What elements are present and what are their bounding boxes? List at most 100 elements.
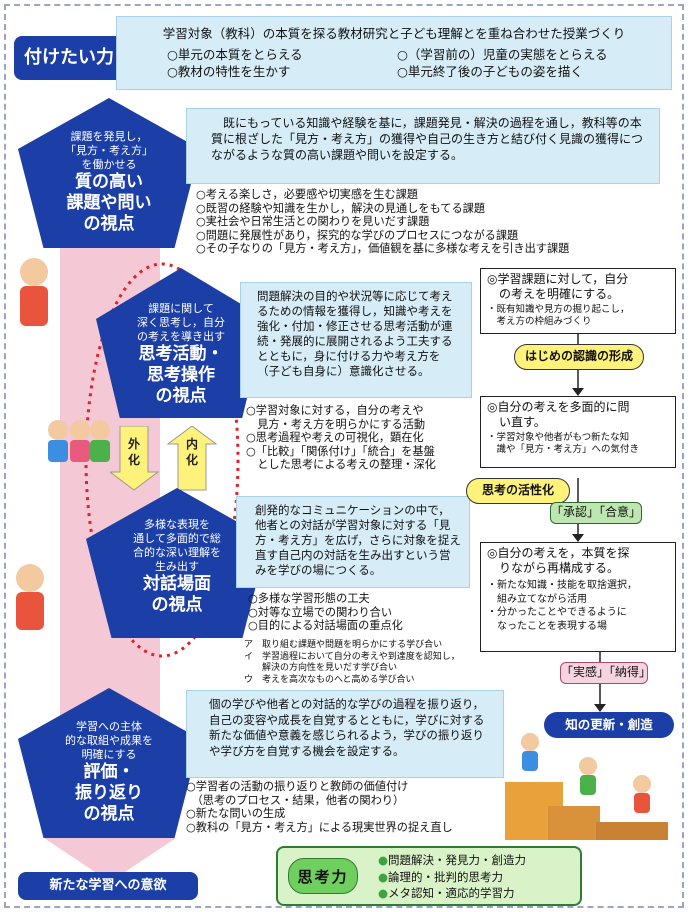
- next-learning-badge: 新たな学習への意欲: [18, 872, 198, 900]
- pentagon-sub: 課題を発見し，: [70, 130, 148, 143]
- section1-list: ○考える楽しさ，必要感や切実感を生む課題 ○既習の経験や知識を生かし，解決の見通…: [196, 188, 569, 256]
- bullet-icon: ●: [378, 869, 389, 884]
- skill-text: 問題解決・発見力・創造力: [388, 853, 527, 867]
- flow-text: の考えを明確にする。: [487, 287, 620, 301]
- pentagon-title: 対話場面: [143, 574, 211, 594]
- list-item: とした思考による考えの整理・深化: [246, 458, 436, 472]
- pentagon-title: の視点: [83, 804, 135, 824]
- header-item: ○単元の本質をとらえる: [167, 47, 303, 62]
- list-item: 見方・考え方を明らかにする活動: [246, 417, 426, 431]
- skills-list: ●問題解決・発見力・創造力 ●論理的・批判的思考力 ●メタ認知・適応的学習力: [378, 852, 526, 902]
- flow-text: ・新たな知識・技能を取捨選択，: [487, 580, 637, 591]
- pentagon-sub: 合的な深い理解を: [133, 546, 221, 559]
- list-item: ○目的による対話場面の重点化: [248, 619, 403, 633]
- flow-box-main: ◎自分の考えを多面的に問 い直す。: [487, 400, 669, 430]
- down-arrow: [110, 426, 160, 491]
- header-items: ○単元の本質をとらえる ○（学習前の）児童の実態をとらえる ○教材の特性を生かす…: [167, 46, 661, 80]
- arrow-in-label: 内 化: [176, 436, 208, 468]
- skill-text: 論理的・批判的思考力: [388, 869, 504, 884]
- list-item: ○既習の経験や知識を生かし，解決の見通しをもてる課題: [196, 201, 486, 215]
- header-item: ○教材の特性を生かす: [167, 64, 291, 79]
- skill-text: メタ認知・適応的学習力: [388, 886, 515, 900]
- section3-list: ○多様な学習形態の工夫 ○対等な立場での関わり合い ○目的による対話場面の重点化: [248, 592, 403, 633]
- flow-text: ・既有知識や見方の掘り起こし，: [487, 304, 630, 315]
- header-box: 学習対象（教科）の本質を探る教材研究と子ども理解とを重ね合わせた授業づくり ○単…: [116, 16, 672, 90]
- flow-box-reconstruct: ◎自分の考えを，本質を探 りながら再構成する。 ・新たな知識・技能を取捨選択， …: [480, 542, 676, 652]
- list-item: ○学習者の活動の振り返りと教師の価値付け: [186, 780, 409, 793]
- pentagon-title: 課題や問い: [66, 193, 152, 213]
- flow-text: ◎自分の考えを多面的に問: [487, 400, 630, 414]
- page-frame: [4, 4, 684, 908]
- pentagon-title: 振り返り: [75, 783, 143, 803]
- section4-description: 個の学びや他者との対話的な学びの過程を振り返り，自己の変容や成長を自覚するととも…: [186, 690, 504, 778]
- flow-text: ・分かったことやできるように: [487, 607, 627, 618]
- section2-description: 問題解決の目的や状況等に応じて考えるための情報を獲得し，知識や考えを強化・付加・…: [240, 282, 472, 398]
- stair-2: [548, 806, 600, 840]
- flow-box-sub: ・新たな知識・技能を取捨選択， 組み立てながら活用 ・分かったことやできるように…: [487, 579, 669, 633]
- thinking-skill-label: 思考力: [288, 858, 358, 894]
- header-item: ○（学習前の）児童の実態をとらえる: [397, 47, 608, 62]
- flow-text: 組み立てながら活用: [487, 593, 587, 605]
- pentagon-sub: 多様な表現を: [144, 518, 210, 531]
- flow-text: 識や「見方・考え方」への気付き: [487, 444, 640, 455]
- note-item: 解決の方向性を見いだす学び合い: [244, 663, 398, 673]
- list-item: ○学習対象に対する，自分の考えや: [246, 404, 424, 417]
- flow-box-main: ◎学習課題に対して，自分 の考えを明確にする。: [487, 272, 669, 302]
- pentagon-title: 評価・: [83, 762, 135, 782]
- flow-text: りながら再構成する。: [487, 561, 620, 575]
- arrow-out-label: 外 化: [118, 436, 150, 468]
- skill-item: ●論理的・批判的思考力: [378, 869, 526, 886]
- goal-badge: 付けたい力: [14, 36, 124, 80]
- list-item: ○問題に発展性があり，探究的な学びのプロセスにつながる課題: [196, 228, 519, 242]
- pentagon-title: の視点: [151, 595, 203, 615]
- flow-box-main: ◎自分の考えを，本質を探 りながら再構成する。: [487, 546, 669, 576]
- pentagon-sub: 通して多面的で総: [133, 532, 221, 545]
- section4-list: ○学習者の活動の振り返りと教師の価値付け （思考のプロセス・結果，他者の関わり）…: [186, 780, 453, 834]
- list-item: ○教科の「見方・考え方」による現実世界の捉え直し: [186, 820, 453, 834]
- header-item: ○単元終了後の子どもの姿を描く: [397, 64, 583, 79]
- arrow-char: 化: [127, 453, 140, 467]
- pentagon-title: の視点: [83, 214, 135, 234]
- arrow-pair: [110, 426, 218, 491]
- oval-initial-recognition: はじめの認識の形成: [514, 344, 644, 370]
- skill-item: ●メタ認知・適応的学習力: [378, 885, 526, 902]
- pill-realization: 「実感」「納得」: [560, 662, 651, 684]
- up-arrow: [166, 426, 218, 491]
- pill-approval-agreement: 「承認」「合意」: [550, 502, 642, 524]
- bullet-icon: ●: [378, 853, 389, 867]
- skills-box: 思考力 ●問題解決・発見力・創造力 ●論理的・批判的思考力 ●メタ認知・適応的学…: [276, 846, 582, 906]
- flow-box-initial: ◎学習課題に対して，自分 の考えを明確にする。 ・既有知識や見方の掘り起こし， …: [480, 268, 676, 334]
- flow-arrow-3: [594, 704, 606, 712]
- flow-box-sub: ・既有知識や見方の掘り起こし， 考え方の枠組みづくり: [487, 304, 669, 328]
- pentagon-sub: 学習への主体: [76, 720, 142, 733]
- flow-box-question: ◎自分の考えを多面的に問 い直す。 ・学習対象や他者がもつ新たな知 識や「見方・…: [480, 396, 676, 468]
- bullet-icon: ●: [378, 886, 389, 900]
- flow-arrow-2: [572, 534, 584, 542]
- arrow-char: 内: [185, 437, 198, 451]
- pentagon-title: 質の高い: [75, 172, 143, 192]
- flow-text: ・学習対象や他者がもつ新たな知: [487, 432, 630, 443]
- flow-text: い直す。: [487, 415, 546, 429]
- list-item: ○対等な立場での関わり合い: [248, 605, 393, 619]
- flow-text: ◎自分の考えを，本質を探: [487, 546, 630, 560]
- flow-text: なったことを表現する場: [487, 620, 607, 632]
- arrow-char: 化: [185, 453, 198, 467]
- list-item: ○実社会や日常生活との関わりを見いだす課題: [196, 215, 430, 229]
- list-item: ○「比較」「関係付け」「統合」を基盤: [246, 444, 435, 458]
- children-illustration: [16, 258, 651, 813]
- header-title: 学習対象（教科）の本質を探る教材研究と子ども理解とを重ね合わせた授業づくり: [162, 26, 626, 41]
- pentagon-title: の視点: [155, 386, 207, 406]
- flow-arrow-1: [572, 388, 584, 396]
- note-item: ア 取り組む課題や問題を明らかにする学び合い: [244, 640, 443, 650]
- flow-text: ◎学習課題に対して，自分: [487, 272, 629, 286]
- pink-arrow-head: [44, 838, 176, 882]
- list-item: ○新たな問いの生成: [186, 807, 286, 821]
- flow-box-sub: ・学習対象や他者がもつ新たな知 識や「見方・考え方」への気付き: [487, 432, 669, 456]
- list-item: ○その子なりの「見方・考え方」，価値観を基に多様な考えを引き出す課題: [196, 242, 570, 256]
- note-item: イ 学習過程において自分の考えや到達度を認知し，: [244, 651, 460, 662]
- pentagon-sub: 深く思考し，自分: [137, 316, 225, 329]
- list-item: ○考える楽しさ，必要感や切実感を生む課題: [196, 188, 418, 201]
- arrow-char: 外: [127, 437, 140, 451]
- pentagon-sub: を働かせる: [81, 158, 137, 171]
- section3-notes: ア 取り組む課題や問題を明らかにする学び合い イ 学習過程において自分の考えや到…: [244, 640, 460, 686]
